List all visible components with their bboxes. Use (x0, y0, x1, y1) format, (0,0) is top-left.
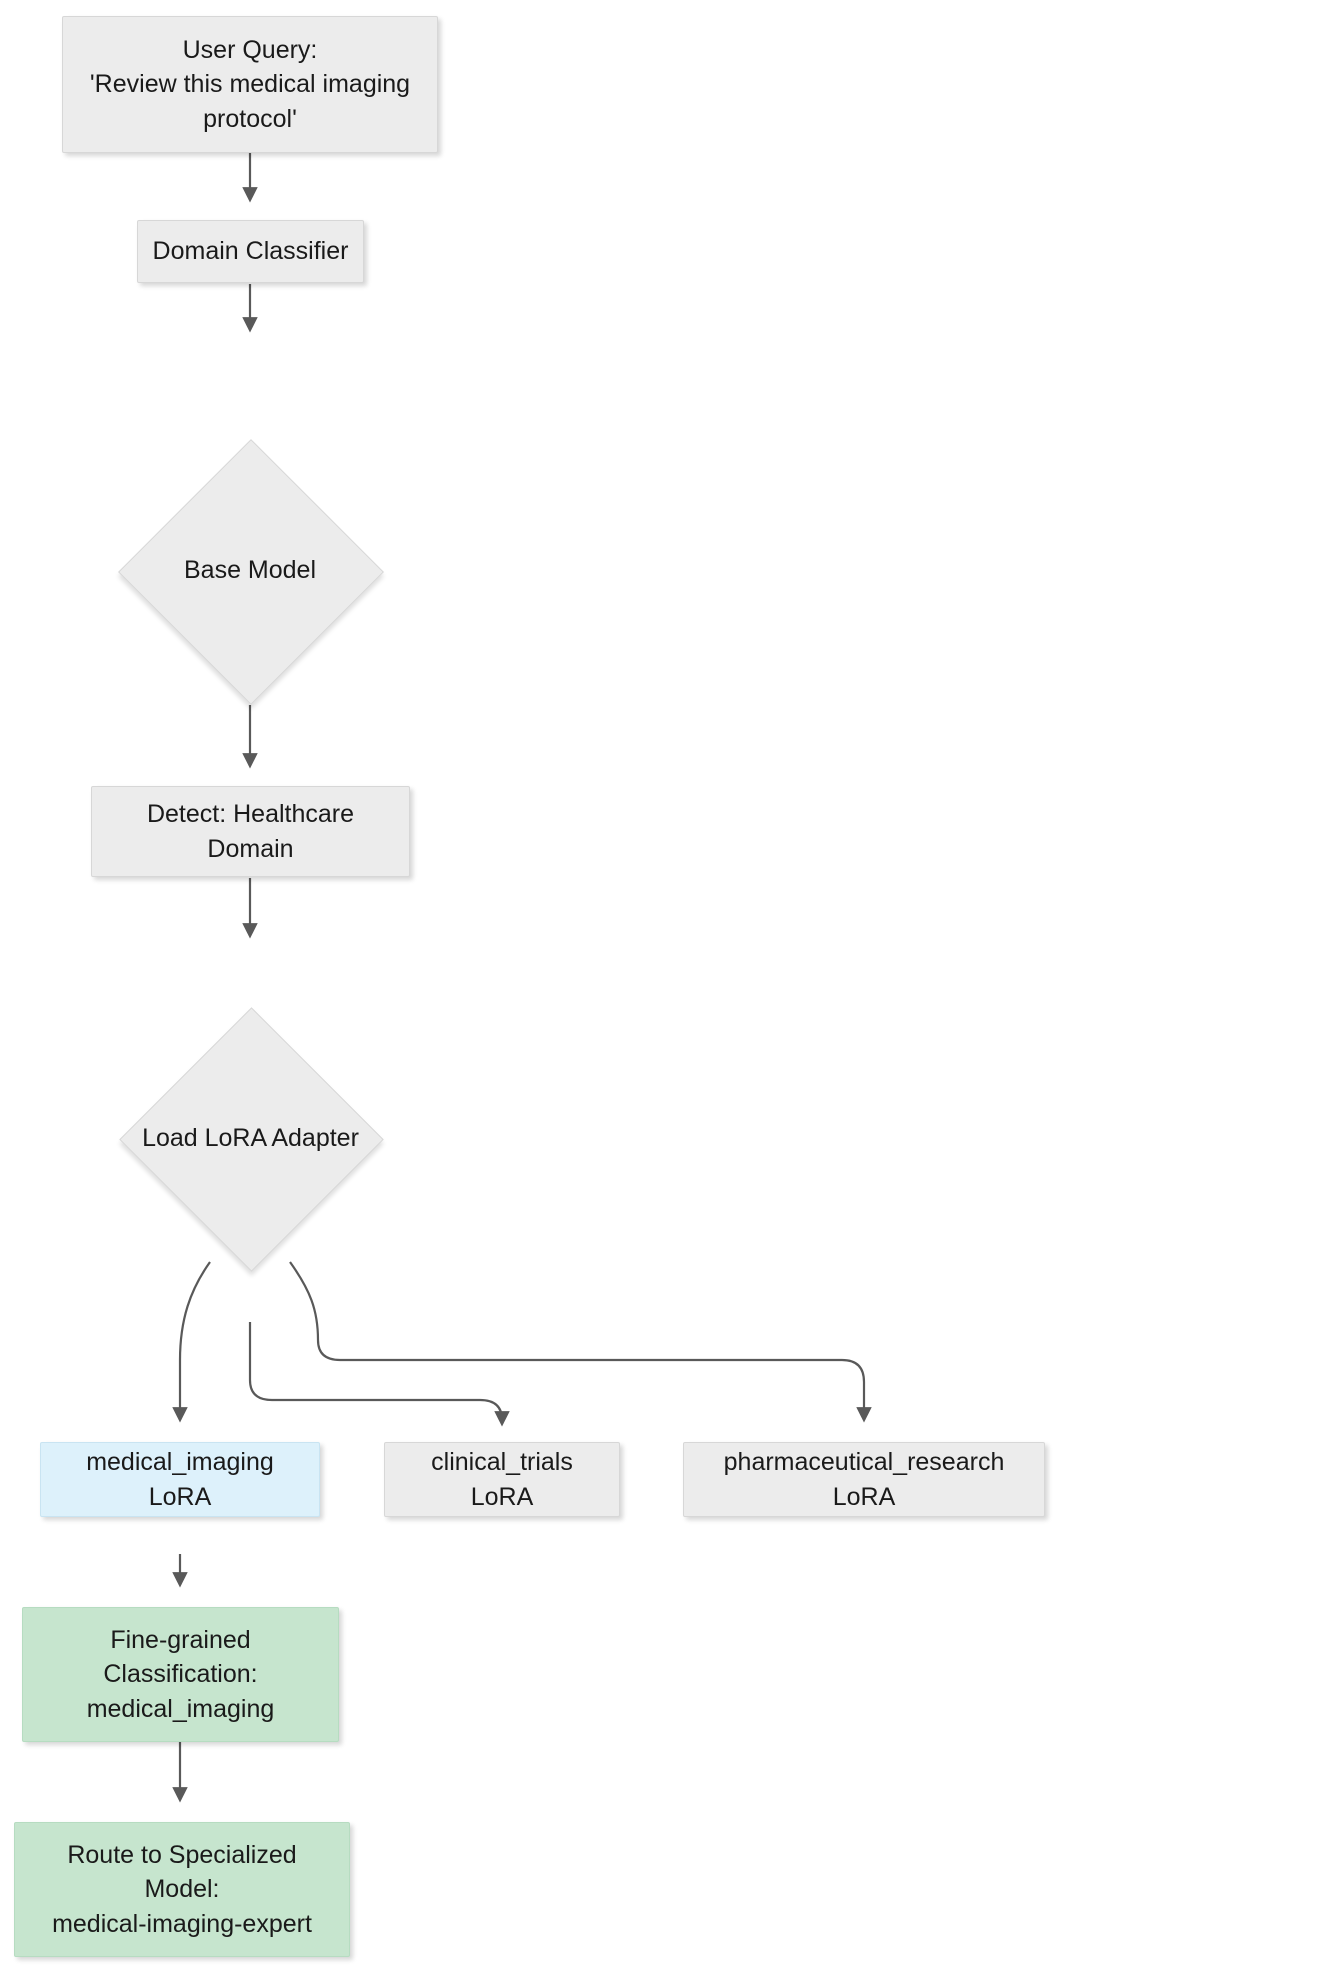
node-user-query-label: User Query: 'Review this medical imaging… (89, 35, 411, 133)
edge-load-lora-to-pharmaceutical-research (289, 1261, 872, 1423)
node-load-lora-adapter[interactable]: Load LoRA Adapter (119, 1007, 384, 1272)
node-route-to-specialized-model-label: Route to Specialized Model: medical-imag… (52, 1840, 312, 1938)
node-fine-grained-classification-label: Fine-grained Classification: medical_ima… (86, 1625, 275, 1723)
node-medical-imaging-lora-label: medical_imaging LoRA (86, 1448, 274, 1511)
node-load-lora-adapter-label: Load LoRA Adapter (142, 1124, 359, 1152)
node-base-model[interactable]: Base Model (118, 439, 384, 705)
node-fine-grained-classification[interactable]: Fine-grained Classification: medical_ima… (22, 1607, 339, 1742)
edge-load-lora-to-medical-imaging (172, 1261, 211, 1423)
node-detect-healthcare-domain-label: Detect: Healthcare Domain (146, 800, 355, 863)
edge-load-lora-to-clinical-trials (248, 1322, 510, 1427)
node-medical-imaging-lora[interactable]: medical_imaging LoRA (40, 1442, 320, 1517)
node-clinical-trials-lora-label: clinical_trials LoRA (431, 1448, 573, 1511)
node-pharmaceutical-research-lora-label: pharmaceutical_research LoRA (723, 1448, 1005, 1511)
node-clinical-trials-lora[interactable]: clinical_trials LoRA (384, 1442, 620, 1517)
node-domain-classifier-label: Domain Classifier (152, 237, 349, 266)
node-domain-classifier[interactable]: Domain Classifier (137, 220, 364, 283)
node-route-to-specialized-model[interactable]: Route to Specialized Model: medical-imag… (14, 1822, 350, 1957)
node-pharmaceutical-research-lora[interactable]: pharmaceutical_research LoRA (683, 1442, 1045, 1517)
node-base-model-label: Base Model (183, 556, 317, 584)
node-detect-healthcare-domain[interactable]: Detect: Healthcare Domain (91, 786, 410, 877)
node-user-query[interactable]: User Query: 'Review this medical imaging… (62, 16, 438, 153)
